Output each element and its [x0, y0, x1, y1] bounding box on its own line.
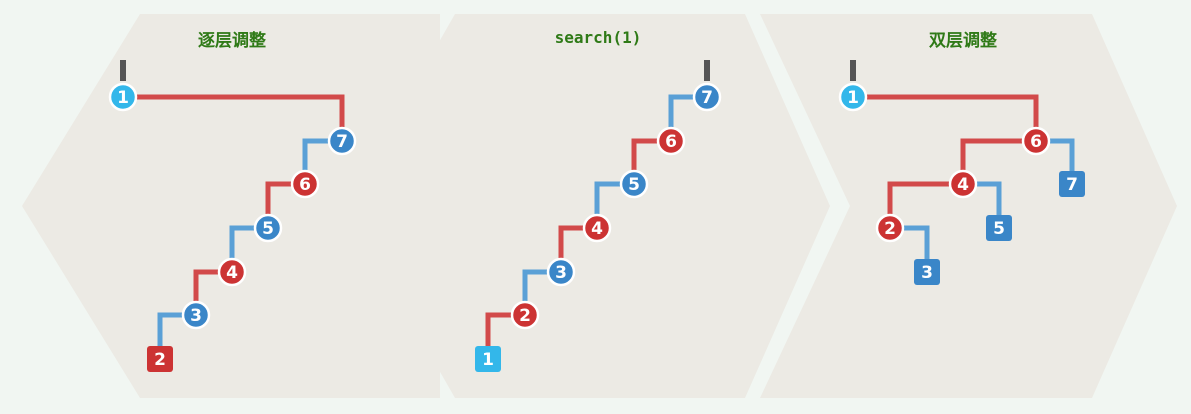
node-1: 1	[108, 82, 138, 112]
panel-right-background	[760, 14, 1177, 398]
node-square	[147, 346, 173, 372]
node-circle	[656, 126, 686, 156]
edge-1-to-6	[853, 94, 1039, 141]
panel-middle-title: search(1)	[555, 28, 642, 47]
node-label: 5	[993, 219, 1005, 239]
node-7: 7	[692, 82, 722, 112]
node-circle	[290, 169, 320, 199]
node-label: 3	[190, 306, 202, 326]
node-square	[914, 259, 940, 285]
node-circle	[253, 213, 283, 243]
node-circle	[619, 169, 649, 199]
node-circle	[875, 213, 905, 243]
node-4: 4	[582, 213, 612, 243]
node-label: 1	[117, 88, 129, 108]
node-label: 2	[519, 306, 531, 326]
node-circle	[510, 300, 540, 330]
node-label: 5	[628, 175, 640, 195]
root-pointer	[850, 60, 856, 81]
panel-right: 双层调整 1 6 7 4 5 2 3	[838, 30, 1085, 285]
node-6: 6	[1021, 126, 1051, 156]
node-label: 4	[591, 219, 603, 239]
root-pointer	[704, 60, 710, 81]
node-circle	[108, 82, 138, 112]
node-label: 2	[884, 219, 896, 239]
node-3: 3	[914, 259, 940, 285]
node-7: 7	[327, 126, 357, 156]
node-circle	[582, 213, 612, 243]
node-4: 4	[217, 257, 247, 287]
node-5: 5	[253, 213, 283, 243]
node-label: 7	[701, 88, 713, 108]
node-circle	[1021, 126, 1051, 156]
node-circle	[327, 126, 357, 156]
edge-4-to-2	[887, 181, 963, 228]
node-circle	[692, 82, 722, 112]
node-circle	[838, 82, 868, 112]
panel-right-title: 双层调整	[929, 30, 997, 51]
edge-6-to-4	[960, 138, 1036, 184]
node-square	[986, 215, 1012, 241]
root-pointer	[120, 60, 126, 81]
node-label: 1	[482, 350, 494, 370]
node-4: 4	[948, 169, 978, 199]
node-2: 2	[147, 346, 173, 372]
panel-left: 逐层调整 1 7 6 5 4 3 2	[108, 30, 357, 372]
node-label: 6	[1030, 132, 1042, 152]
node-label: 7	[1066, 175, 1078, 195]
node-7: 7	[1059, 171, 1085, 197]
node-1: 1	[838, 82, 868, 112]
node-5: 5	[986, 215, 1012, 241]
node-label: 7	[336, 132, 348, 152]
node-6: 6	[290, 169, 320, 199]
node-5: 5	[619, 169, 649, 199]
node-square	[475, 346, 501, 372]
node-3: 3	[181, 300, 211, 330]
node-label: 6	[665, 132, 677, 152]
node-label: 4	[226, 263, 238, 283]
node-label: 4	[957, 175, 969, 195]
node-2: 2	[875, 213, 905, 243]
node-label: 3	[921, 263, 933, 283]
node-3: 3	[546, 257, 576, 287]
node-label: 2	[154, 350, 166, 370]
edge-1-to-7	[123, 94, 345, 141]
panel-middle: search(1) 7 6 5 4 3 2 1	[475, 28, 722, 372]
node-label: 1	[847, 88, 859, 108]
node-label: 3	[555, 263, 567, 283]
panel-left-title: 逐层调整	[198, 30, 266, 51]
node-circle	[217, 257, 247, 287]
node-square	[1059, 171, 1085, 197]
node-6: 6	[656, 126, 686, 156]
node-circle	[546, 257, 576, 287]
node-label: 6	[299, 175, 311, 195]
node-2: 2	[510, 300, 540, 330]
node-circle	[181, 300, 211, 330]
node-label: 5	[262, 219, 274, 239]
node-circle	[948, 169, 978, 199]
node-1: 1	[475, 346, 501, 372]
